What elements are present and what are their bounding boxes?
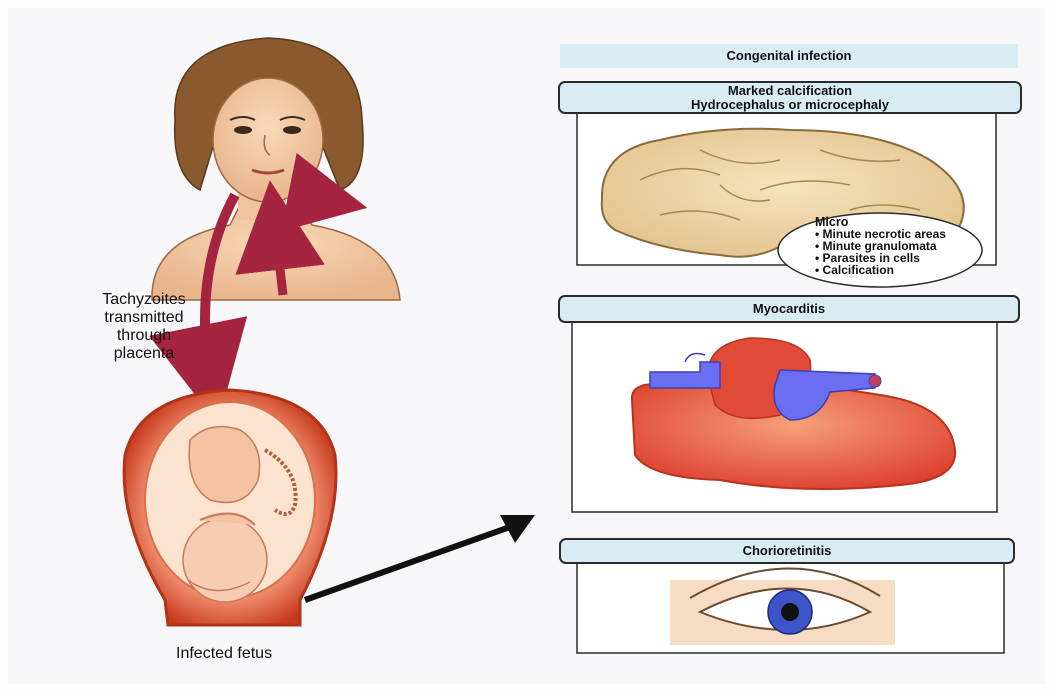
- eye-panel: [577, 558, 1004, 653]
- heart-panel: [572, 317, 997, 512]
- transmission-caption-line: through: [64, 327, 224, 345]
- heart-panel-heading: Myocarditis: [558, 295, 1020, 323]
- fetus-caption: Infected fetus: [176, 645, 272, 663]
- transmission-caption-line: transmitted: [64, 309, 224, 327]
- link-arrow: [305, 527, 510, 600]
- brain-panel-heading: Marked calcification Hydrocephalus or mi…: [558, 81, 1022, 114]
- micro-item: Calcification: [815, 264, 946, 276]
- figure-title: Congenital infection: [560, 44, 1018, 68]
- transmission-caption-line: Tachyzoites: [64, 291, 224, 309]
- micro-list: Minute necrotic areas Minute granulomata…: [815, 228, 946, 276]
- micro-findings: Micro Minute necrotic areas Minute granu…: [815, 216, 946, 276]
- mother-illustration: [152, 38, 400, 300]
- transmission-caption: Tachyzoites transmitted through placenta: [64, 291, 224, 363]
- brain-heading-line: Hydrocephalus or microcephaly: [560, 98, 1020, 112]
- eye-panel-heading: Chorioretinitis: [559, 538, 1015, 564]
- brain-heading-line: Marked calcification: [560, 84, 1020, 98]
- infected-fetus-illustration: [124, 390, 336, 625]
- transmission-caption-line: placenta: [64, 345, 224, 363]
